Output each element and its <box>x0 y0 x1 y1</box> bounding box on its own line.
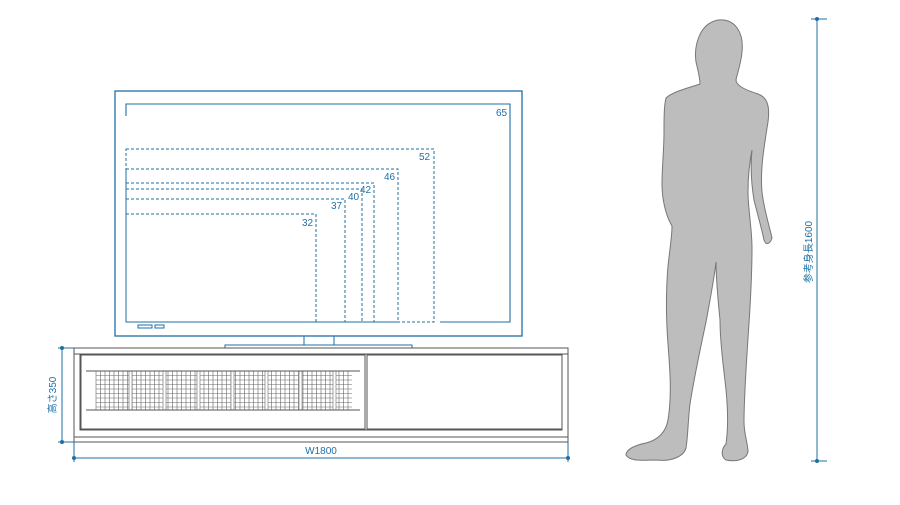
screen-size-outlines <box>125 148 435 323</box>
size-label-42: 42 <box>360 185 372 196</box>
person-silhouette <box>625 19 773 462</box>
height-label: 高さ350 <box>46 376 59 413</box>
right-drawer <box>366 354 563 430</box>
mesh-post <box>332 370 337 411</box>
reference-height-label: 参考身長1600 <box>802 220 815 283</box>
tv-indicator-2 <box>154 324 165 329</box>
board-top <box>73 347 569 355</box>
size-label-40: 40 <box>348 192 360 203</box>
width-label: W1800 <box>305 446 337 457</box>
tv-stand-neck <box>303 335 335 346</box>
screen-outline-40 <box>125 188 363 323</box>
size-label-32: 32 <box>302 218 314 229</box>
mesh-post <box>264 370 269 411</box>
person-height-dimension <box>811 17 827 463</box>
size-label-37: 37 <box>331 201 343 212</box>
television: 65 52 46 42 40 37 32 <box>114 90 523 349</box>
mesh-door <box>80 354 366 430</box>
size-label-52: 52 <box>419 152 431 163</box>
mesh-grid <box>95 370 352 411</box>
screen-outline-32 <box>125 213 317 323</box>
mesh-post <box>196 370 201 411</box>
mesh-post <box>162 370 167 411</box>
mesh-post <box>230 370 235 411</box>
width-dimension <box>72 442 570 462</box>
tv-indicator-1 <box>137 324 153 329</box>
mesh-post <box>128 370 133 411</box>
size-label-46: 46 <box>384 172 396 183</box>
tv-board <box>73 347 569 443</box>
screen-outline-37 <box>125 198 346 323</box>
size-label-65: 65 <box>496 108 508 119</box>
tv-screen-65 <box>125 103 511 323</box>
mesh-post <box>298 370 303 411</box>
height-dimension <box>58 346 74 444</box>
